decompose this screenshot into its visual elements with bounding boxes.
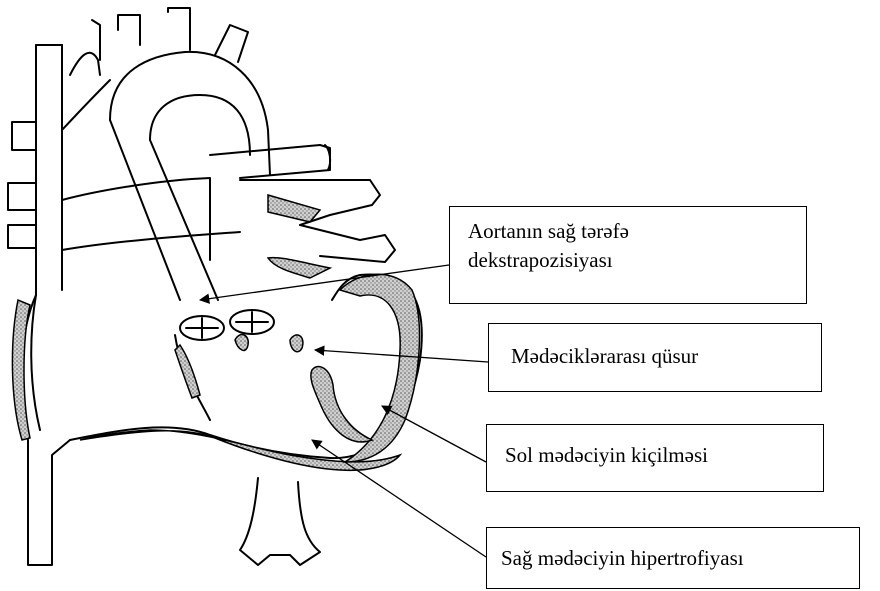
inferior-vena-cava <box>240 478 320 565</box>
label-right-ventricle-hypertrophy: Sağ mədəciyin hipertrofiyası <box>486 527 860 589</box>
label-aorta-dextroposition: Aortanın sağ tərəfə dekstrapozisiyası <box>449 206 807 304</box>
arrow-rvh <box>312 440 486 557</box>
label-aorta-line2: dekstrapozisiyası <box>468 246 806 275</box>
hypertrophied-myocardium <box>12 195 419 470</box>
label-aorta-line1: Aortanın sağ tərəfə <box>468 217 806 246</box>
label-vsd-text: Mədəciklərarası qüsur <box>511 342 821 371</box>
label-ventricular-septal-defect: Mədəciklərarası qüsur <box>488 323 822 392</box>
pulmonary-veins-left <box>8 122 36 248</box>
pulmonary-branches-right <box>210 145 395 262</box>
valves <box>180 310 274 340</box>
label-left-ventricle-reduction: Sol mədəciyin kiçilməsi <box>486 424 824 492</box>
label-rvh-text: Sağ mədəciyin hipertrofiyası <box>501 544 859 573</box>
label-lv-text: Sol mədəciyin kiçilməsi <box>505 441 823 470</box>
aorta <box>110 8 270 300</box>
heart-outline <box>70 274 422 458</box>
